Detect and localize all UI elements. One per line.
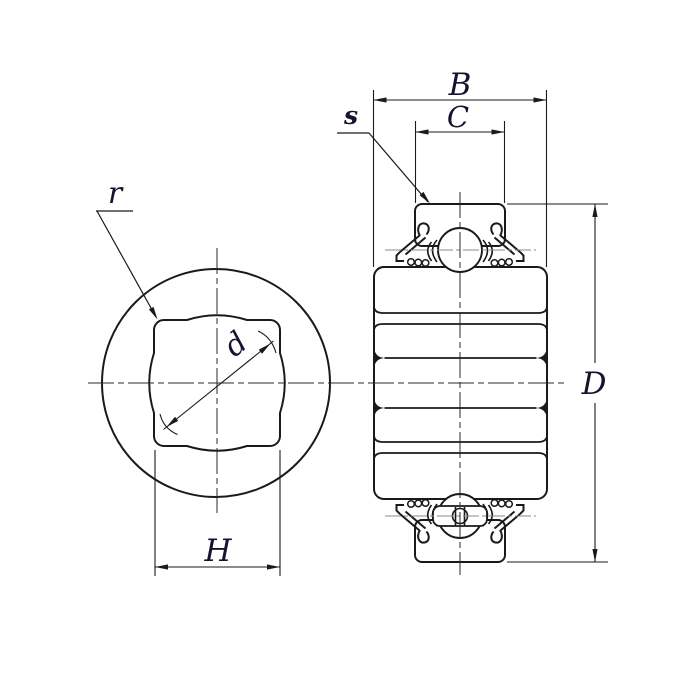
seal-strut bbox=[399, 510, 427, 532]
seal-strut bbox=[493, 510, 521, 532]
callout-label-r: r bbox=[108, 176, 124, 211]
cusp-right-upper bbox=[536, 348, 547, 368]
arrowhead bbox=[415, 129, 429, 135]
corner-arc-tick bbox=[257, 330, 277, 354]
shoulder-arc bbox=[426, 241, 433, 262]
dimension-label-d: d bbox=[218, 325, 255, 364]
square-bore-outline bbox=[148, 314, 286, 452]
callout-r: r bbox=[96, 176, 158, 320]
seal-strut bbox=[399, 234, 427, 256]
seal-foot bbox=[516, 504, 525, 515]
dimension-label-C: C bbox=[447, 100, 469, 134]
callout-s: s bbox=[337, 101, 430, 204]
seal-top-right bbox=[490, 222, 525, 268]
corner-arc-tick bbox=[159, 413, 178, 436]
seal-top-left bbox=[395, 222, 430, 268]
cusp-right-lower bbox=[536, 398, 547, 418]
arrowhead bbox=[533, 97, 547, 103]
arrowhead bbox=[155, 564, 168, 570]
cusp-left-upper bbox=[374, 348, 385, 368]
leader-line bbox=[368, 132, 429, 203]
dimension-C: C bbox=[414, 100, 506, 203]
seal-curl bbox=[417, 529, 430, 544]
arrowhead bbox=[148, 306, 158, 320]
seal-curl bbox=[417, 222, 430, 237]
arrowhead bbox=[258, 343, 271, 354]
arrowhead bbox=[373, 97, 387, 103]
seal-curl bbox=[490, 222, 503, 237]
dimension-label-B: B bbox=[448, 67, 472, 103]
seals bbox=[395, 222, 525, 544]
arrowhead bbox=[592, 204, 598, 217]
seal-foot bbox=[516, 251, 525, 262]
dim-line bbox=[163, 340, 274, 430]
seal-bottom-right bbox=[490, 498, 525, 544]
inner-ring-cusps bbox=[374, 348, 547, 418]
seal-beads bbox=[490, 498, 514, 509]
dimension-label-H: H bbox=[203, 533, 232, 569]
arrowhead bbox=[166, 416, 179, 427]
cusp-left-lower bbox=[374, 398, 385, 418]
seal-bottom-left bbox=[395, 498, 430, 544]
seal-beads bbox=[406, 257, 430, 268]
seal-beads bbox=[490, 257, 514, 268]
callout-label-s: s bbox=[343, 101, 358, 130]
dimension-d: d bbox=[159, 325, 277, 436]
dimension-label-D: D bbox=[581, 366, 607, 402]
seal-foot bbox=[395, 504, 404, 515]
shoulder-arc bbox=[426, 504, 433, 525]
arrowhead bbox=[592, 549, 598, 562]
seal-curl bbox=[490, 529, 503, 544]
shoulder-arc bbox=[487, 504, 494, 525]
dimension-B: B bbox=[372, 67, 548, 267]
arrowhead bbox=[419, 191, 430, 204]
dimension-H: H bbox=[154, 450, 281, 576]
seal-beads bbox=[406, 498, 430, 509]
centerlines bbox=[88, 192, 568, 575]
seal-strut bbox=[493, 234, 521, 256]
dimension-D: D bbox=[507, 203, 608, 563]
leader-line bbox=[96, 210, 157, 318]
arrowhead bbox=[267, 564, 280, 570]
arrowhead bbox=[491, 129, 505, 135]
shoulder-arc bbox=[482, 239, 489, 263]
ball-pitch-lines bbox=[385, 249, 536, 517]
shoulder-arc bbox=[487, 241, 494, 262]
seal-foot bbox=[395, 251, 404, 262]
